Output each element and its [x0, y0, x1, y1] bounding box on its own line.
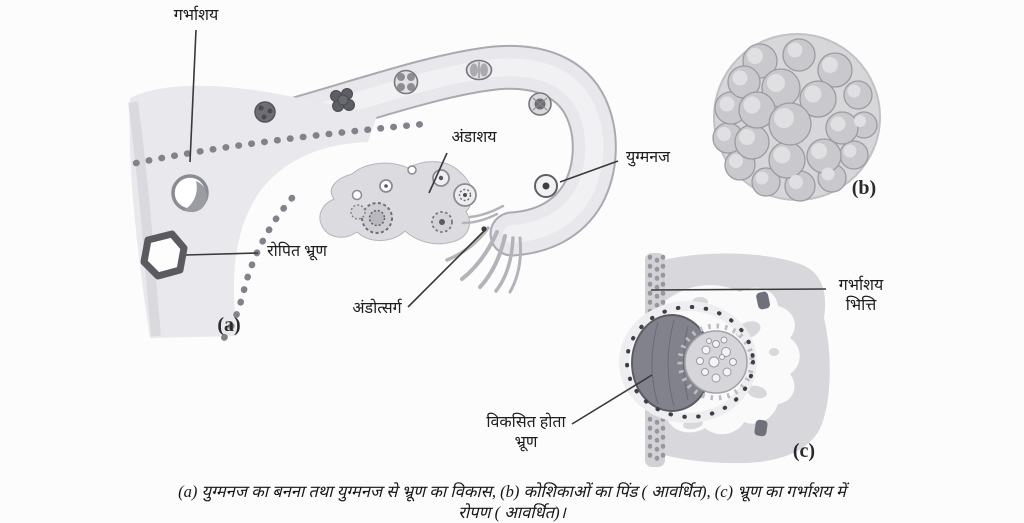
embryo-stage-cell-cluster	[330, 88, 355, 112]
fimbriae	[445, 204, 522, 294]
ovary-corpus-luteum-core	[368, 209, 386, 227]
uterine-wall-cell-texture	[647, 254, 666, 469]
label-uterine-wall-line1: गर्भाशय	[838, 277, 884, 294]
panel-b-tag: (b)	[851, 177, 877, 199]
uterus-left-wall-shading	[128, 101, 161, 337]
implanted-embryo-shape	[140, 230, 188, 280]
inner-cell-bubbles	[696, 336, 737, 383]
embryo-dotted-cell-ring	[625, 305, 755, 419]
panel-c-tag: (c)	[792, 440, 816, 462]
label-uterine-wall-line2: भित्ति	[845, 297, 877, 314]
label-uterine-wall: गर्भाशय भित्ति	[839, 276, 884, 316]
leader-ovulation	[407, 230, 485, 308]
embryo-stage-fertilized-egg	[528, 92, 552, 116]
figure-caption-line1: (a) युग्मनज का बनना तथा युग्मनज से भ्रूण…	[178, 482, 846, 501]
ovary-follicle-large-ring	[458, 188, 472, 202]
embryo-stage-morula-dark	[254, 101, 276, 123]
panel-b-artwork	[712, 33, 881, 202]
embryo-stage-four-cell	[393, 69, 419, 95]
uterus-body	[129, 85, 378, 338]
leader-implanted-embryo	[185, 252, 259, 256]
released-ovum-dot	[481, 226, 487, 232]
blastocyst-in-uterus	[171, 174, 209, 213]
endometrium-upper-row	[132, 120, 428, 167]
leader-ovary	[428, 152, 448, 194]
ovary-follicle-tiny	[407, 165, 417, 175]
leader-lines	[185, 29, 827, 425]
label-developing-embryo-line1: विकसित होता	[486, 414, 566, 431]
label-developing-embryo-line2: भ्रूण	[514, 434, 538, 451]
figure-caption: (a) युग्मनज का बनना तथा युग्मनज से भ्रूण…	[0, 481, 1024, 523]
label-developing-embryo: विकसित होता भ्रूण	[486, 413, 565, 453]
leader-uterus	[189, 29, 197, 163]
label-zygote: युग्मनज	[625, 149, 671, 166]
ovary-follicle-medium-nucleus	[438, 175, 444, 181]
panel-c-artwork	[619, 253, 830, 469]
ovary-ruptured-follicle-core	[439, 219, 445, 225]
leader-zygote	[559, 160, 619, 183]
zygote-cell	[534, 174, 558, 198]
morula-cell-highlights	[717, 42, 866, 189]
panel-a-artwork	[128, 44, 617, 342]
ovary-follicle-large-nucleus	[463, 193, 467, 197]
ovary-body	[319, 161, 473, 245]
figure-caption-line2: रोपण ( आवर्धित)।	[458, 503, 566, 522]
label-implanted-embryo: रोपित भ्रूण	[267, 243, 327, 260]
ovary-small-jagged-follicle	[350, 204, 366, 220]
label-uterus: गर्भाशय	[173, 7, 219, 24]
ovary-follicle-small-nucleus	[384, 184, 388, 188]
leader-developing-embryo	[571, 374, 653, 425]
leader-uterine-wall	[650, 288, 827, 291]
embryo-stage-two-cell	[465, 59, 493, 81]
dark-tissue-fragments	[754, 291, 770, 437]
endometrium-lower-row	[220, 194, 296, 342]
embryo-texture-lines	[651, 319, 689, 407]
ovary-follicle-tiny-2	[351, 189, 363, 201]
label-ovary: अंडाशय	[451, 129, 497, 146]
panel-a-tag: (a)	[217, 314, 241, 336]
label-ovulation: अंडोत्सर्ग	[352, 300, 402, 317]
